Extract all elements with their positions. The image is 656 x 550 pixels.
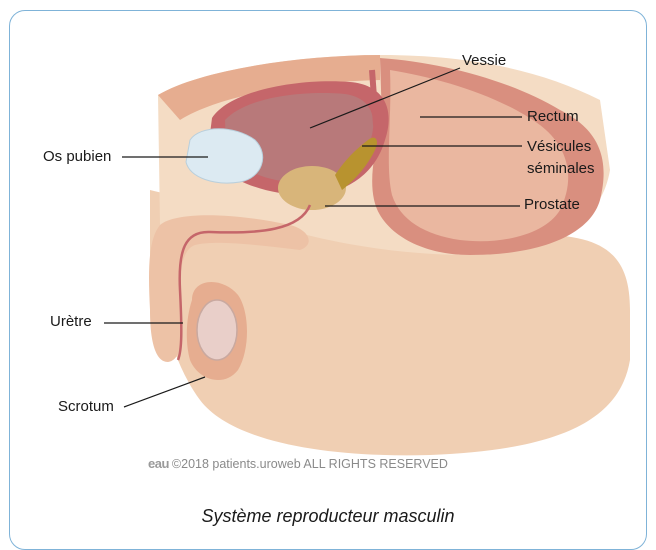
label-vessie: Vessie [462, 52, 506, 69]
pubic-bone [186, 129, 263, 183]
label-uretre: Urètre [50, 313, 92, 330]
copyright-text: ©2018 patients.uroweb ALL RIGHTS RESERVE… [172, 457, 448, 471]
label-prostate: Prostate [524, 196, 580, 213]
label-vesicules-line2: séminales [527, 160, 595, 177]
testis [197, 300, 237, 360]
vas-deferens [372, 70, 376, 125]
label-rectum: Rectum [527, 108, 579, 125]
label-os-pubien: Os pubien [43, 148, 111, 165]
figure-caption: Système reproducteur masculin [0, 506, 656, 527]
leader-scrotum [124, 377, 205, 407]
label-vesicules-line1: Vésicules [527, 138, 591, 155]
eau-logo: eau [148, 456, 169, 471]
copyright-notice: eau©2018 patients.uroweb ALL RIGHTS RESE… [148, 456, 448, 471]
prostate-gland [278, 166, 346, 210]
anatomy-illustration [0, 0, 656, 534]
label-scrotum: Scrotum [58, 398, 114, 415]
